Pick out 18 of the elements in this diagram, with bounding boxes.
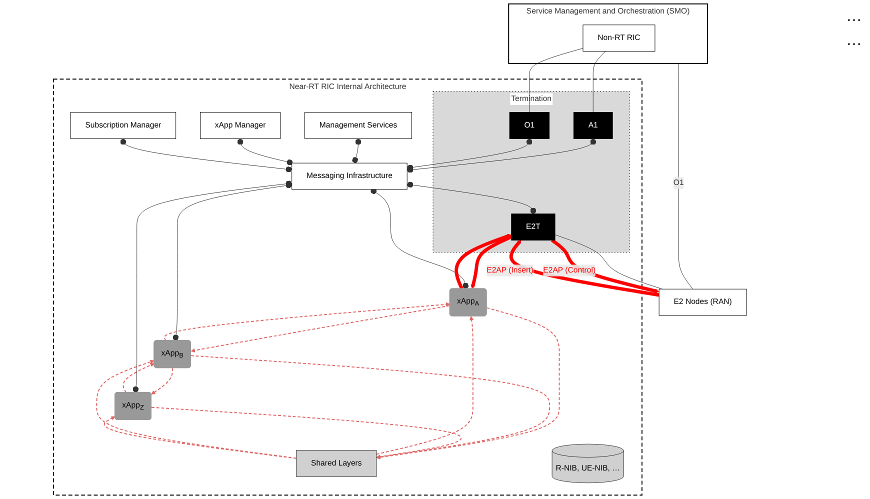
- arrow: [122, 363, 154, 393]
- connector: [678, 63, 694, 290]
- arrow: [376, 316, 474, 455]
- arrow: [376, 307, 560, 460]
- ellipsis-text: …: [846, 32, 862, 50]
- arrow: [509, 240, 660, 297]
- arrow: [190, 305, 450, 352]
- connector: [592, 51, 606, 113]
- connector: [529, 48, 584, 113]
- ellipsis-text: …: [846, 8, 862, 26]
- arrow: [96, 360, 297, 459]
- arrow: [164, 302, 450, 342]
- arrow: [470, 235, 512, 289]
- arrow: [151, 368, 174, 394]
- arrow: [151, 406, 462, 459]
- arrow: [190, 355, 550, 460]
- arrow: [454, 234, 512, 290]
- arrow: [104, 416, 297, 459]
